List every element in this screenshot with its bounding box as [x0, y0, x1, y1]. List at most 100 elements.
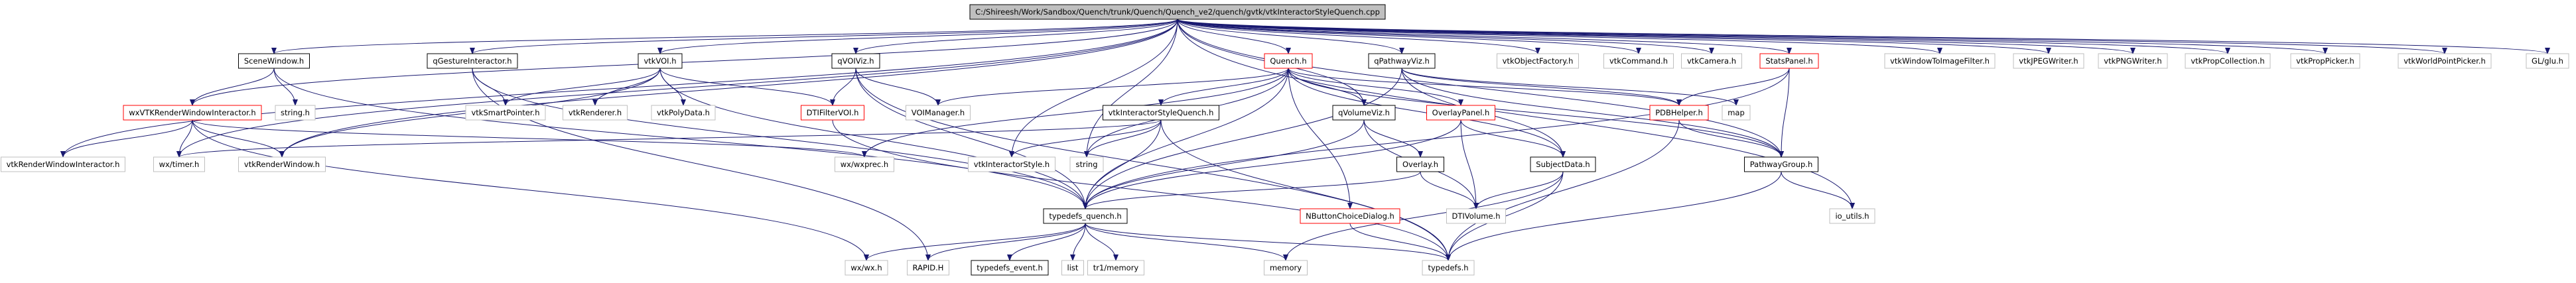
node-box — [2185, 53, 2271, 69]
node-box — [1426, 105, 1495, 121]
node-glglu[interactable]: GL/glu.h — [2526, 53, 2569, 69]
edge-root-to-vtkpngwriter — [1177, 19, 2135, 54]
node-box — [971, 260, 1049, 276]
node-pathwaygroup[interactable]: PathwayGroup.h — [1744, 156, 1818, 172]
node-typedefsquench[interactable]: typedefs_quench.h — [1043, 208, 1128, 224]
edge-vtkinteractorstylequench-to-wxtimer — [176, 119, 1162, 158]
node-label: Overlay.h — [1402, 160, 1438, 169]
node-pdbhelper[interactable]: PDBHelper.h — [1649, 105, 1709, 121]
edge-quench-to-nbuttonchoice — [1288, 68, 1353, 209]
node-label: wxVTKRenderWindowInteractor.h — [129, 108, 255, 117]
edge-root-to-stringstd — [1084, 19, 1178, 158]
node-ioutils[interactable]: io_utils.h — [1829, 208, 1875, 224]
node-string[interactable]: string.h — [275, 105, 316, 121]
node-wxtimer[interactable]: wx/timer.h — [153, 156, 205, 172]
node-vtkproppicker[interactable]: vtkPropPicker.h — [2290, 53, 2360, 69]
node-typedefs[interactable]: typedefs.h — [1422, 260, 1475, 276]
node-vtkcommand[interactable]: vtkCommand.h — [1603, 53, 1674, 69]
edge-quench-to-voimanager — [935, 68, 1289, 106]
node-box — [275, 105, 316, 121]
node-statspanel[interactable]: StatsPanel.h — [1759, 53, 1819, 69]
edge-root-to-vtkwindowtoimage — [1177, 19, 1942, 54]
edge-wxvtkrwi-to-wxwxprec — [192, 119, 867, 158]
edge-vtkvoi-to-vtksmartpointer — [503, 68, 661, 106]
node-dtivolume[interactable]: DTIVolume.h — [1446, 208, 1506, 224]
node-label: qGestureInteractor.h — [433, 56, 511, 66]
node-memory[interactable]: memory — [1264, 260, 1308, 276]
edge-scenewindow-to-string — [273, 68, 298, 106]
node-quench[interactable]: Quench.h — [1264, 53, 1313, 69]
node-voimanager[interactable]: VOIManager.h — [906, 105, 971, 121]
node-vtkvoi[interactable]: vtkVOI.h — [638, 53, 683, 69]
edge-root-to-vtkworldpointpicker — [1177, 19, 2447, 54]
edge-root-to-pathwaygroup — [1177, 19, 1784, 158]
node-vtkpropcollection[interactable]: vtkPropCollection.h — [2185, 53, 2271, 69]
node-overlay[interactable]: Overlay.h — [1396, 156, 1444, 172]
node-box — [1, 156, 125, 172]
node-wxvtkrwi[interactable]: wxVTKRenderWindowInteractor.h — [123, 105, 262, 121]
edge-typedefsquench-to-memory — [1085, 223, 1288, 261]
node-qpathwayviz[interactable]: qPathwayViz.h — [1368, 53, 1436, 69]
node-map[interactable]: map — [1722, 105, 1751, 121]
node-subjectdata[interactable]: SubjectData.h — [1530, 156, 1596, 172]
node-scenewindow[interactable]: SceneWindow.h — [238, 53, 310, 69]
node-vtkpolydata[interactable]: vtkPolyData.h — [651, 105, 716, 121]
edge-pathwaygroup-to-typedefs — [1446, 171, 1782, 261]
node-box — [1681, 53, 1742, 69]
node-vtkworldpointpicker[interactable]: vtkWorldPointPicker.h — [2398, 53, 2492, 69]
node-list[interactable]: list — [1061, 260, 1084, 276]
node-vtkrenderwindow[interactable]: vtkRenderWindow.h — [238, 156, 326, 172]
node-dtifiltervoi[interactable]: DTIFilterVOI.h — [801, 105, 864, 121]
node-vtkobjectfactory[interactable]: vtkObjectFactory.h — [1497, 53, 1579, 69]
node-qgesture[interactable]: qGestureInteractor.h — [427, 53, 518, 69]
node-vtkinteractorstyle[interactable]: vtkInteractorStyle.h — [968, 156, 1055, 172]
node-qvolumeviz[interactable]: qVolumeViz.h — [1332, 105, 1396, 121]
node-qvoiviz[interactable]: qVOIViz.h — [831, 53, 880, 69]
node-label: memory — [1270, 263, 1302, 272]
node-typedefsevent[interactable]: typedefs_event.h — [971, 260, 1049, 276]
node-box — [465, 105, 546, 121]
edge-subjectdata-to-memory — [1283, 171, 1564, 261]
node-rapid[interactable]: RAPID.H — [907, 260, 949, 276]
node-box — [835, 156, 894, 172]
node-label: string — [1075, 160, 1097, 169]
node-box — [1396, 156, 1444, 172]
node-box — [427, 53, 518, 69]
edge-statspanel-to-pathwaygroup — [1779, 68, 1790, 158]
node-vtkinteractorstylequench[interactable]: vtkInteractorStyleQuench.h — [1103, 105, 1219, 121]
edge-root-to-wxtimer — [176, 19, 1178, 158]
node-overlaypanel[interactable]: OverlayPanel.h — [1426, 105, 1495, 121]
edge-qvolumeviz-to-typedefsquench — [1083, 119, 1365, 209]
edge-qgesture-to-rapid — [472, 68, 931, 261]
node-vtkjpegwriter[interactable]: vtkJPEGWriter.h — [2013, 53, 2084, 69]
node-root[interactable]: C:/Shireesh/Work/Sandbox/Quench/trunk/Qu… — [969, 4, 1386, 20]
node-wxwxprec[interactable]: wx/wxprec.h — [835, 156, 894, 172]
node-label: vtkVOI.h — [644, 56, 676, 66]
edge-root-to-qgesture — [470, 19, 1178, 54]
node-nbuttonchoice[interactable]: NButtonChoiceDialog.h — [1300, 208, 1400, 224]
node-vtkrwi[interactable]: vtkRenderWindowInteractor.h — [1, 156, 125, 172]
edge-root-to-vtkvoi — [657, 19, 1178, 54]
node-label: GL/glu.h — [2532, 56, 2563, 66]
node-vtkcamera[interactable]: vtkCamera.h — [1681, 53, 1742, 69]
node-box — [968, 156, 1055, 172]
edge-quench-to-subjectdata — [1288, 68, 1566, 158]
node-label: vtkInteractorStyle.h — [974, 160, 1050, 169]
node-label: tr1/memory — [1093, 263, 1139, 272]
node-vtkpngwriter[interactable]: vtkPNGWriter.h — [2098, 53, 2168, 69]
node-box — [1043, 208, 1128, 224]
node-vtkrenderer[interactable]: vtkRenderer.h — [563, 105, 628, 121]
node-wxwx[interactable]: wx/wx.h — [845, 260, 888, 276]
node-label: wx/wx.h — [850, 263, 882, 272]
node-label: vtkCamera.h — [1687, 56, 1736, 66]
node-label: DTIVolume.h — [1452, 211, 1501, 221]
edge-wxvtkrwi-to-vtkrwi — [60, 119, 193, 158]
node-label: typedefs_quench.h — [1049, 211, 1121, 221]
node-tr1memory[interactable]: tr1/memory — [1087, 260, 1144, 276]
node-stringstd[interactable]: string — [1069, 156, 1104, 172]
edge-quench-to-overlaypanel — [1288, 68, 1463, 106]
node-vtksmartpointer[interactable]: vtkSmartPointer.h — [465, 105, 546, 121]
node-vtkwindowtoimage[interactable]: vtkWindowToImageFilter.h — [1884, 53, 1996, 69]
edge-root-to-vtkrenderwindow — [279, 19, 1178, 158]
node-box — [2098, 53, 2168, 69]
